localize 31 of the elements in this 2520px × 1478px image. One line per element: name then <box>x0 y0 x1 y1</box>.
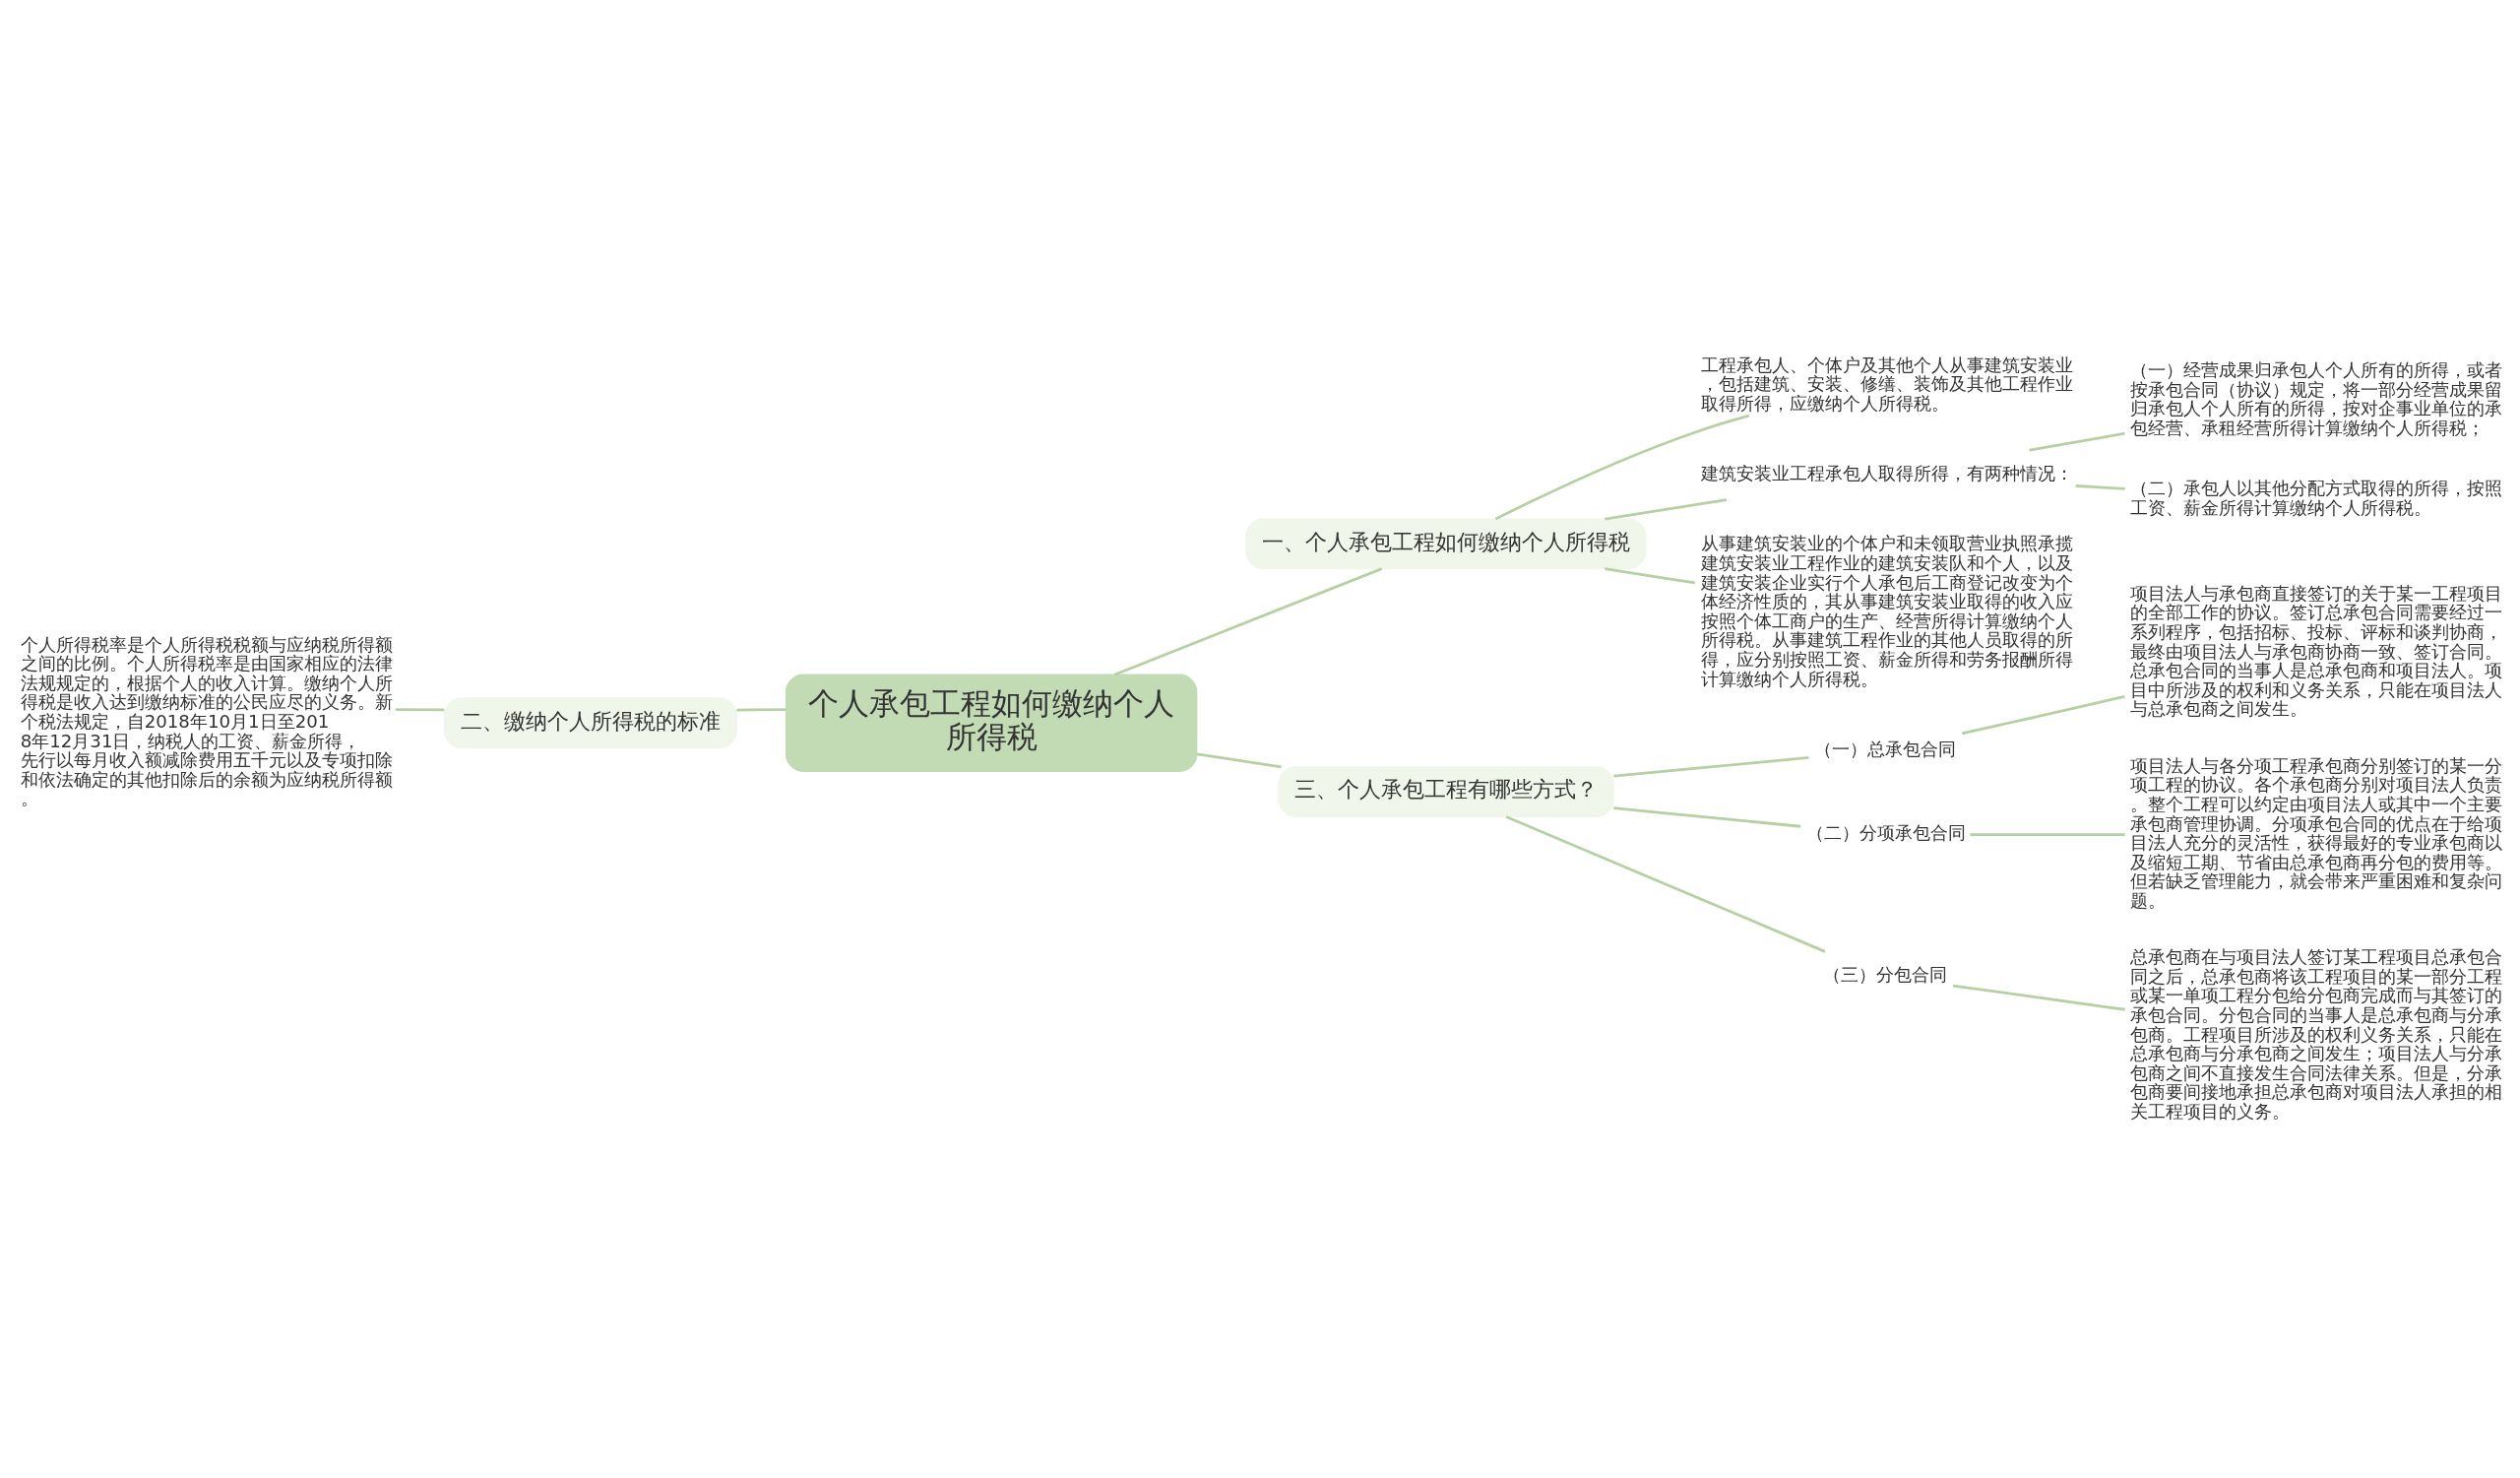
node-box: 二、缴纳个人所得税的标准 <box>443 696 737 748</box>
node-text: （二）分项承包合同 <box>1805 821 1966 843</box>
connector <box>1605 497 1728 520</box>
node-text: 建筑安装业工程承包人取得所得，有两种情况： <box>1700 462 2073 483</box>
connector <box>1613 755 1809 778</box>
node-text: 项目法人与承包商直接签订的关于某一工程项目的全部工作的协议。签订总承包合同需要经过一系列程序，包括招标、投标、评标和谈判协商，最终由项目法人与承包商协商一致、签订合同。总承包合同的当事人是总承包商和项目法人。项目中所涉及的权利和义务关系，只能在项目法人与总承包商之间发生。 <box>2130 582 2503 719</box>
node-text: （二）承包人以其他分配方式取得的所得，按照工资、薪金所得计算缴纳个人所得税。 <box>2130 477 2503 518</box>
connector <box>1970 832 2125 836</box>
node-text: 总承包商在与项目法人签订某工程项目总承包合同之后，总承包商将该工程项目的某一部分工程或某一单项工程分包给分包商完成而与其签订的承包合同。分包合同的当事人是总承包商与分承包商。工程项目所涉及的权利义务关系，只能在总承包商与分承包商之间发生；项目法人与分承包商之间不直接发生合同法律关系。但是，分承包商要间接地承担总承包商对项目法人承担的相关工程项目的义务。 <box>2130 945 2503 1122</box>
connector <box>1505 814 1826 953</box>
node-box: 一、个人承包工程如何缴纳个人所得税 <box>1245 517 1647 569</box>
connector <box>1113 566 1383 676</box>
node-box: 个人承包工程如何缴纳个人所得税 <box>785 674 1198 772</box>
connector <box>2029 431 2125 451</box>
node-text: 个人所得税率是个人所得税税额与应纳税所得额之间的比例。个人所得税率是由国家相应的法律法规规定的，根据个人的收入计算。缴纳个人所得税是收入达到缴纳标准的公民应尽的义务。新个税法规定，自2018年10月1日至2018年12月31日，纳税人的工资、薪金所得，先行以每月收入额减除费用五千元以及专项扣除和依法确定的其他扣除后的余额为应纳税所得额。 <box>20 633 393 808</box>
node-text: 工程承包人、个体户及其他个人从事建筑安装业，包括建筑、安装、修缮、装饰及其他工程作业取得所得，应缴纳个人所得税。 <box>1700 353 2073 414</box>
connector <box>1613 805 1801 828</box>
connector <box>1494 414 1750 520</box>
connector <box>1961 694 2125 735</box>
connector <box>1196 751 1282 768</box>
connector <box>395 707 445 711</box>
node-text: （三）分包合同 <box>1823 963 1948 985</box>
node-text: 项目法人与各分项工程承包商分别签订的某一分项工程的协议。各个承包商分别对项目法人负责。整个工程可以约定由项目法人或其中一个主要承包商管理协调。分项承包合同的优点在于给项目法人充分的灵活性，获得最好的专业承包商以及缩短工期、节省由总承包商再分包的费用等。但若缺乏管理能力，就会带来严重困难和复杂问题。 <box>2130 754 2503 911</box>
connector <box>1605 566 1696 584</box>
connector <box>2075 483 2125 490</box>
connector <box>736 707 787 711</box>
node-text: （一）总承包合同 <box>1814 738 1957 759</box>
node-text: 从事建筑安装业的个体户和未领取营业执照承揽建筑安装业工程作业的建筑安装队和个人，以及建筑安装企业实行个人承包后工商登记改变为个体经济性质的，其从事建筑安装业取得的收入应按照个体工商户的生产、经营所得计算缴纳个人所得税。从事建筑工程作业的其他人员取得的所得，应分别按照工资、薪金所得和劳务报酬所得计算缴纳个人所得税。 <box>1700 532 2073 689</box>
connector <box>1952 984 2125 1011</box>
node-text: （一）经营成果归承包人个人所有的所得，或者按承包合同（协议）规定，将一部分经营成果留归承包人个人所有的所得，按对企事业单位的承包经营、承租经营所得计算缴纳个人所得税； <box>2130 358 2503 438</box>
node-box: 三、个人承包工程有哪些方式？ <box>1278 765 1614 817</box>
